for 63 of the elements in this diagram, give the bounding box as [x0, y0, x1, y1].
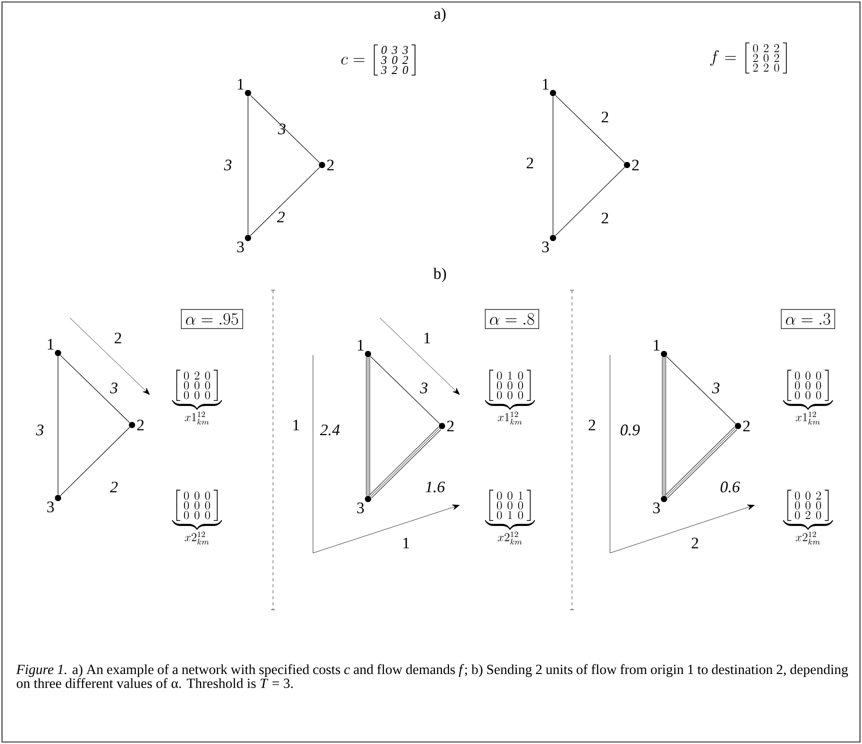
flow-label: 1 — [293, 420, 300, 430]
edge-label: 3 — [712, 382, 720, 394]
node-label: 2 — [137, 420, 144, 430]
flow-label: 2 — [114, 332, 122, 344]
node-label: 3 — [357, 502, 364, 514]
node-label: 1 — [358, 340, 364, 350]
edge-label: 2 — [602, 212, 608, 224]
edge-label: 3 — [36, 424, 44, 436]
graph-edge — [555, 167, 625, 236]
matrix-formula: $\underbrace{\left[\begin{smallmatrix}0&0&0\\ 0&0&0\\ 0&0&0\end{smallmatrix}\right]}_{x1^{12}_{km}}$ — [783, 370, 833, 425]
node-label: 2 — [447, 420, 454, 432]
edge-label: 3 — [278, 124, 286, 134]
alpha-box: $\alpha = .3$ — [780, 309, 836, 329]
graph-edge — [250, 167, 320, 236]
graph-edge — [60, 355, 130, 423]
edge-label: 0.6 — [720, 482, 740, 492]
matrix-formula: $c = \left[\begin{smallmatrix}\mathit{0}&\mathit{3}&\mathit{3}\\ \mathit{3}&\mathit{0}&\mathit{2}\\ \mathit{3}&\mathit{2}&\mathit{0}\end{smallmatrix}\right]$ — [341, 44, 416, 76]
node-label: 2 — [327, 160, 334, 170]
flow-label: 1 — [424, 332, 430, 344]
edge-label: 2.4 — [320, 424, 340, 436]
node-label: 3 — [542, 242, 549, 252]
edge-label: 2 — [602, 112, 608, 122]
flow-label: 2 — [588, 420, 596, 430]
edge-label: 3 — [224, 160, 232, 170]
alpha-box: $\alpha = .95$ — [180, 309, 244, 329]
graph-edge — [552, 96, 554, 235]
edge-label: 3 — [420, 382, 428, 394]
graph-edge — [60, 427, 130, 496]
node-label: 1 — [48, 338, 54, 350]
graph-edge — [555, 95, 625, 163]
node-label: 3 — [47, 502, 54, 512]
graph-edge — [368, 426, 442, 498]
graph-edge — [664, 426, 738, 498]
graph-edge — [366, 357, 370, 496]
node-label: 1 — [238, 78, 244, 90]
graph-edge — [370, 356, 440, 424]
graph-edge — [250, 95, 320, 163]
edge-label: 2 — [526, 158, 534, 168]
node-label: 2 — [743, 420, 750, 432]
node-label: 3 — [653, 502, 660, 514]
matrix-formula: $f = \left[\begin{smallmatrix}0&2&2\\ 2&0&2\\ 2&2&0\end{smallmatrix}\right]$ — [710, 42, 787, 74]
node-label: 2 — [632, 160, 639, 170]
matrix-formula: $\underbrace{\left[\begin{smallmatrix}0&0&1\\ 0&0&0\\ 0&1&0\end{smallmatrix}\right]}_{x2^{12}_{km}}$ — [485, 490, 535, 545]
node-label: 3 — [237, 242, 244, 252]
edge-label: 3 — [110, 382, 118, 394]
graph-edge — [666, 356, 736, 424]
flow-label: 1 — [403, 538, 410, 548]
node-label: 1 — [654, 340, 660, 350]
edge-label: 0.9 — [620, 424, 640, 436]
matrix-formula: $\underbrace{\left[\begin{smallmatrix}0&0&0\\ 0&0&0\\ 0&0&0\end{smallmatrix}\right]}_{x2^{12}_{km}}$ — [172, 490, 222, 545]
edge-label: 1.6 — [426, 482, 445, 492]
panel-label: b) — [433, 268, 446, 282]
matrix-formula: $\underbrace{\left[\begin{smallmatrix}0&2&0\\ 0&0&0\\ 0&0&0\end{smallmatrix}\right]}_{x1^{12}_{km}}$ — [172, 370, 222, 425]
node-label: 1 — [542, 78, 549, 90]
panel-label: a) — [434, 8, 446, 22]
edge-label: 2 — [277, 212, 285, 222]
matrix-formula: $\underbrace{\left[\begin{smallmatrix}0&0&2\\ 0&0&0\\ 0&2&0\end{smallmatrix}\right]}_{x2^{12}_{km}}$ — [783, 490, 833, 545]
edge-label: 2 — [110, 482, 118, 492]
alpha-box: $\alpha = .8$ — [484, 309, 540, 329]
flow-label: 2 — [692, 538, 698, 548]
matrix-formula: $\underbrace{\left[\begin{smallmatrix}0&1&0\\ 0&0&0\\ 0&0&0\end{smallmatrix}\right]}_{x1^{12}_{km}}$ — [485, 370, 535, 425]
figure-caption: Figure 1. a) An example of a network with specified costs c and flow demands f; b) Sending 2 units of flow from origin 1 to destination 2, depending on three different values of α. Threshold is T = 3. — [16, 664, 848, 688]
graph-edge — [662, 357, 666, 496]
